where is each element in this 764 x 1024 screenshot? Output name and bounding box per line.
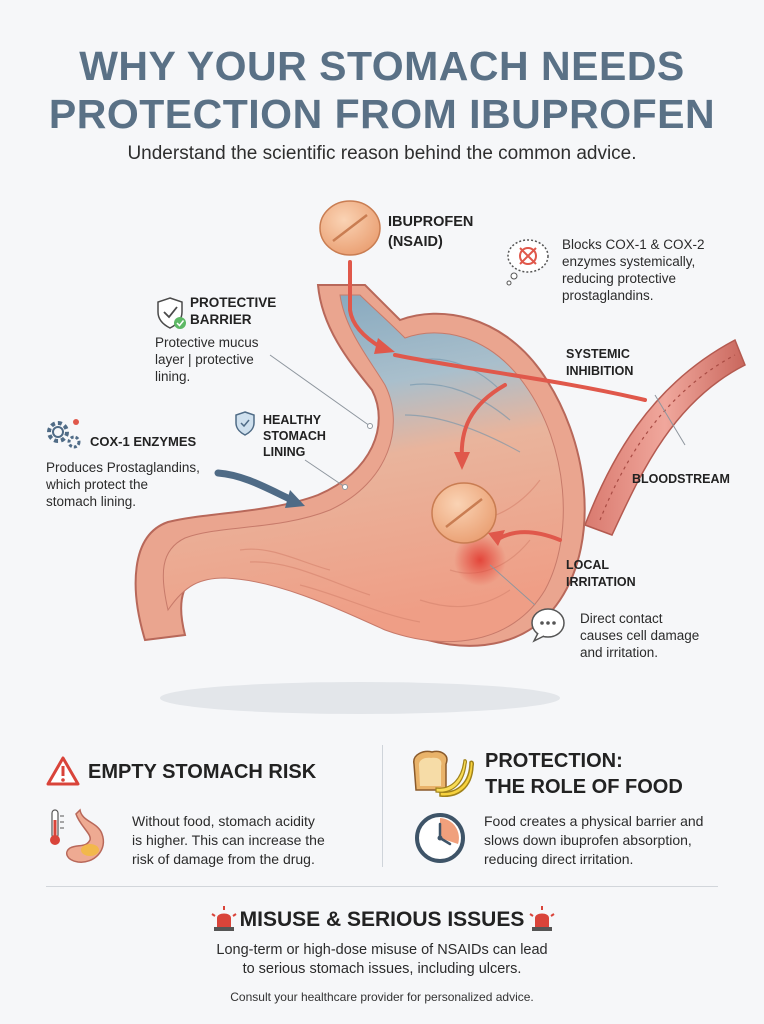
empty-stomach-icon (50, 808, 105, 863)
ibuprofen-label: IBUPROFEN (NSAID) (388, 214, 474, 250)
page-subtitle: Understand the scientific reason behind … (127, 143, 637, 164)
healthy-shield-icon (235, 411, 255, 436)
shield-icon (157, 297, 186, 329)
blocked-enzyme-icon (506, 239, 549, 286)
ibuprofen-pill-stomach (431, 482, 497, 544)
cox1-arrow (214, 469, 296, 504)
bread-banana-icon (413, 750, 474, 797)
leader-lines (269, 354, 686, 606)
section-divider-vertical (382, 745, 383, 867)
healthy-lining-label: HEALTHY STOMACH LINING (263, 413, 326, 459)
consult-note: Consult your healthcare provider for per… (230, 990, 534, 1004)
protective-barrier-text: Protective mucus layer | protective lini… (155, 335, 259, 384)
bloodstream-label: BLOODSTREAM (632, 472, 730, 486)
protective-barrier-title: PROTECTIVE BARRIER (190, 295, 277, 327)
empty-stomach-title: EMPTY STOMACH RISK (88, 761, 317, 783)
speech-bubble-icon (531, 608, 565, 643)
cox1-enzymes-title: COX-1 ENZYMES (90, 434, 197, 449)
misuse-text: Long-term or high-dose misuse of NSAIDs … (216, 942, 548, 977)
clock-icon (415, 813, 465, 863)
stomach-diagram (47, 200, 746, 714)
title-line-1: WHY YOUR STOMACH NEEDS (79, 43, 685, 89)
section-divider-horizontal (46, 886, 718, 887)
direct-contact-text: Direct contact causes cell damage and ir… (580, 611, 700, 660)
gear-icon (47, 419, 81, 449)
warning-icon (46, 756, 80, 786)
protection-text: Food creates a physical barrier and slow… (484, 813, 704, 867)
systemic-inhibition-label: SYSTEMIC INHIBITION (566, 347, 634, 378)
red-arrows (348, 260, 647, 542)
stomach-shadow (160, 682, 560, 714)
cox1-enzymes-text: Produces Prostaglandins, which protect t… (46, 460, 200, 509)
bloodstream-vessel (584, 338, 746, 536)
protection-title: PROTECTION: THE ROLE OF FOOD (485, 750, 683, 798)
red-arrowheads (374, 338, 505, 546)
local-irritation-label: LOCAL IRRITATION (566, 558, 636, 589)
empty-stomach-text: Without food, stomach acidity is higher.… (132, 813, 325, 867)
page-title: WHY YOUR STOMACH NEEDS PROTECTION FROM I… (0, 42, 764, 138)
alarm-icon-right (529, 906, 555, 931)
misuse-title: MISUSE & SERIOUS ISSUES (239, 908, 525, 931)
ibuprofen-pill-top (319, 200, 381, 256)
alarm-icon-left (211, 906, 237, 931)
irritation-spot (454, 534, 506, 586)
title-line-2: PROTECTION FROM IBUPROFEN (48, 91, 716, 137)
blocks-cox-text: Blocks COX-1 & COX-2 enzymes systemicall… (562, 237, 705, 303)
